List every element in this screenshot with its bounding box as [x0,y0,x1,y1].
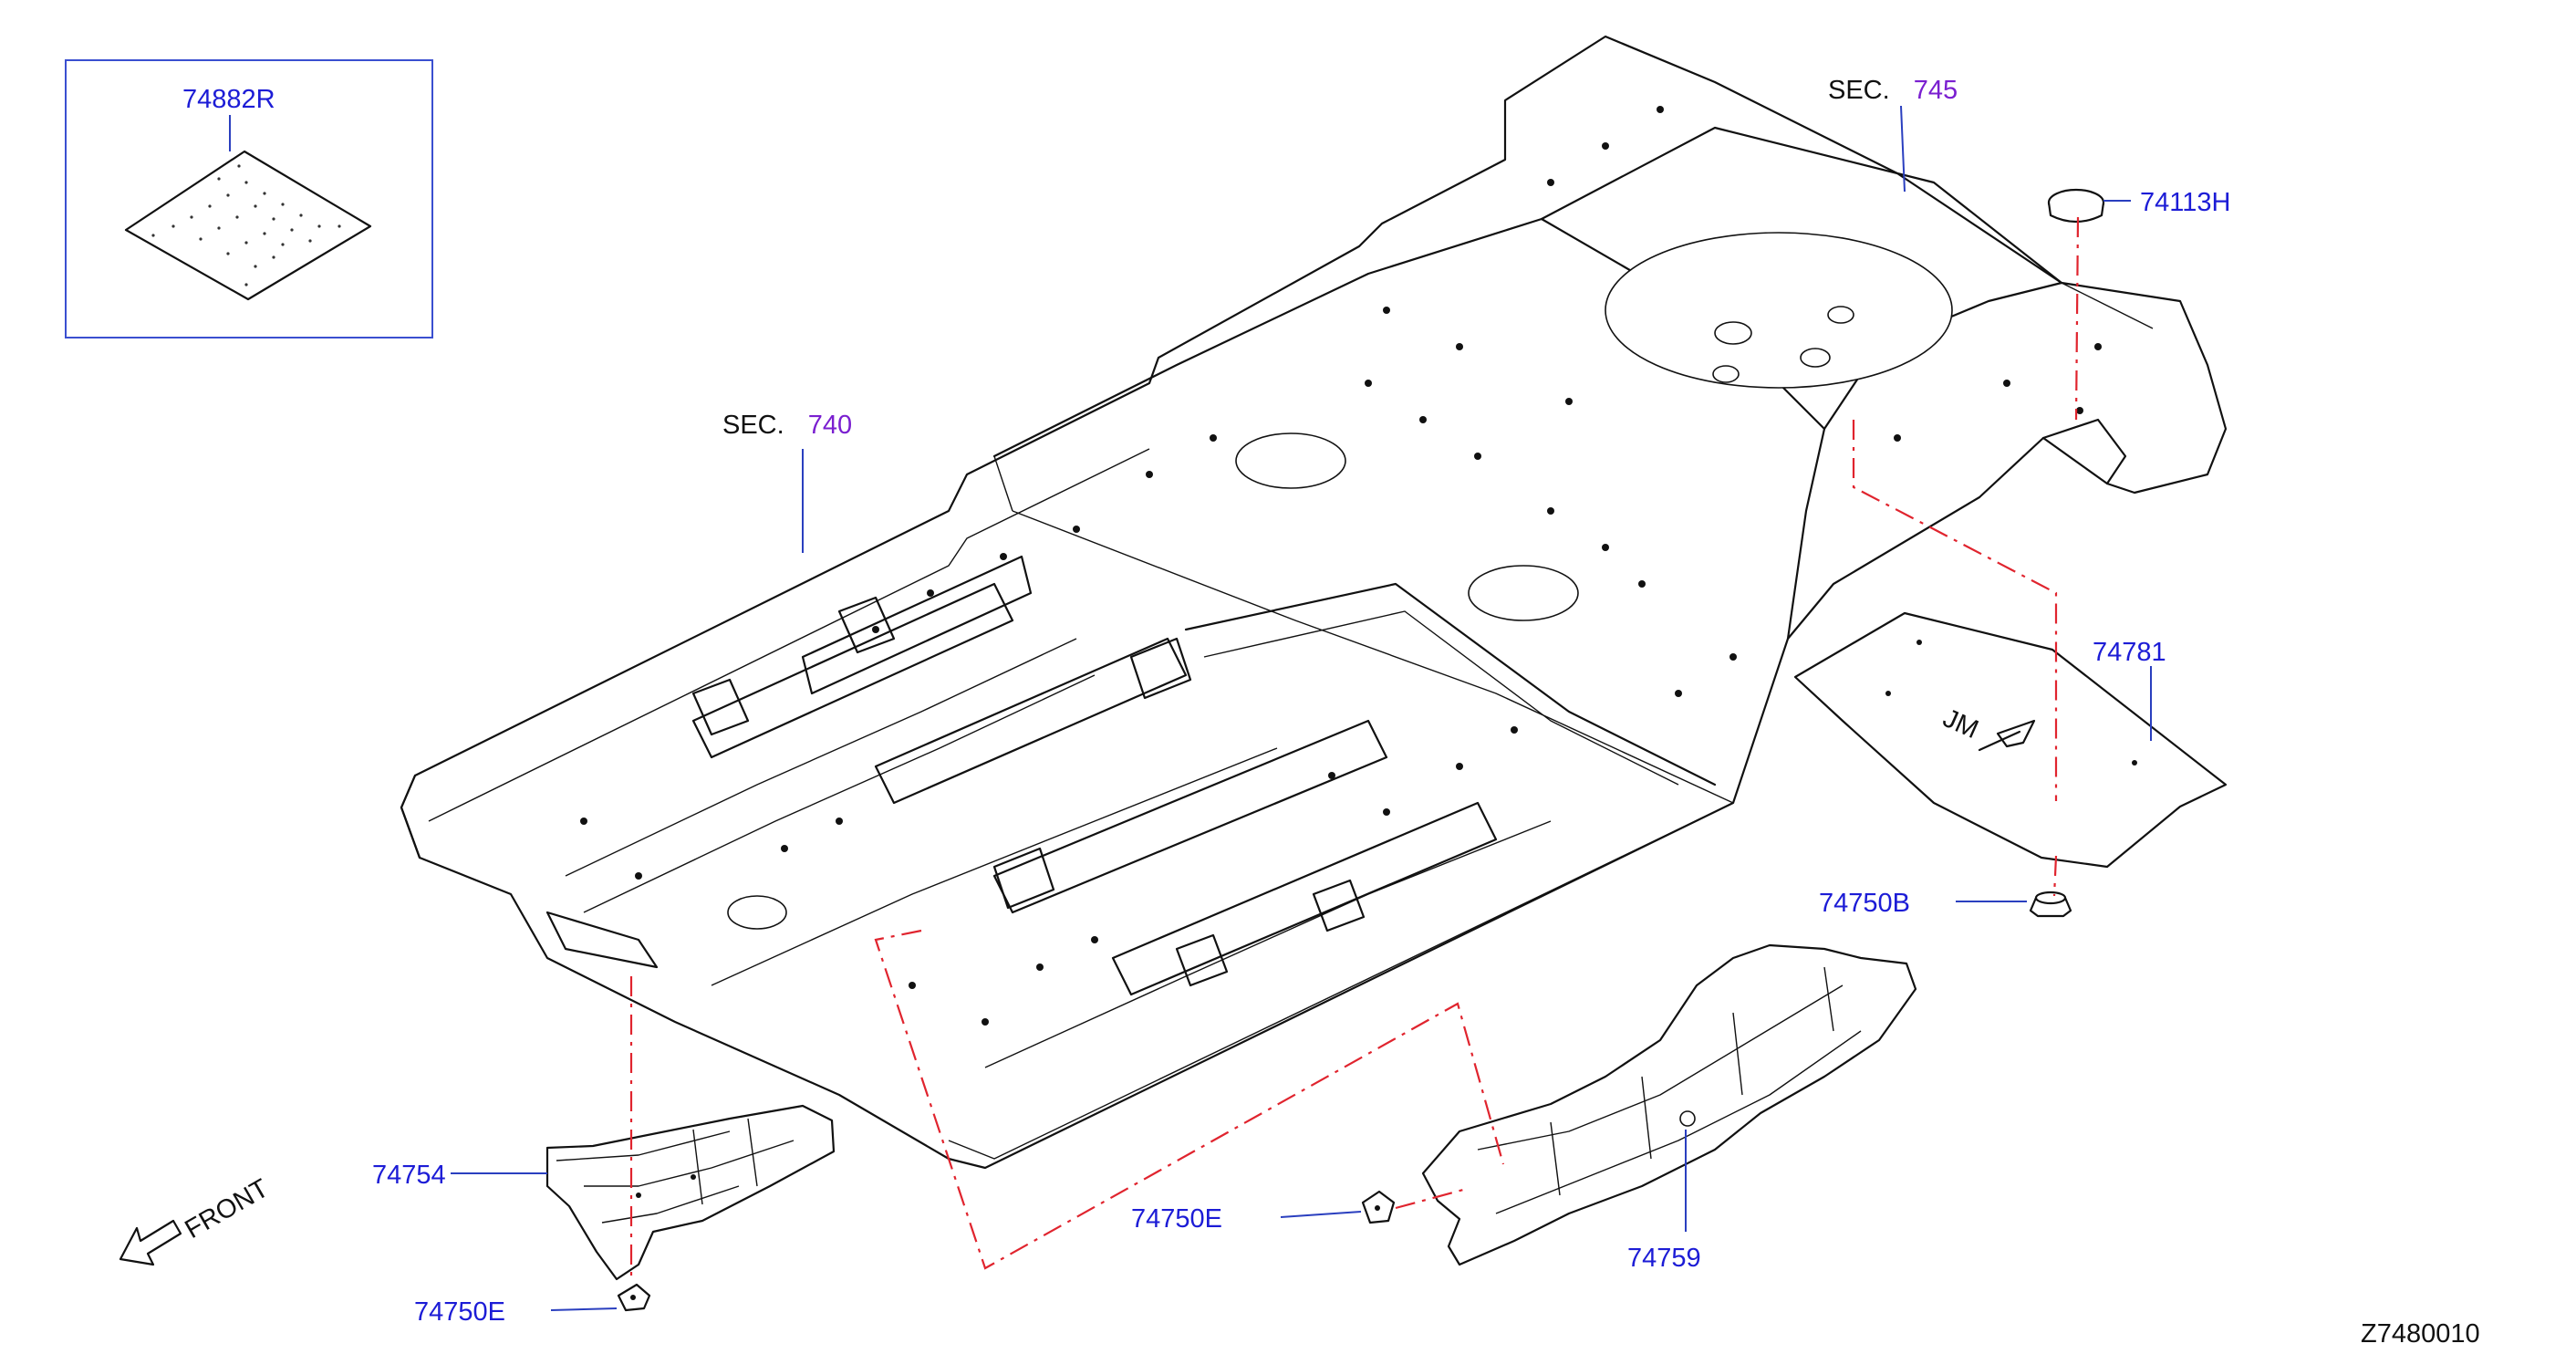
label-74750B: 74750B [1819,889,1910,918]
heat-insulator-74754 [545,1104,836,1281]
label-74882R: 74882R [182,85,275,114]
pad-dot-pattern [151,164,341,286]
sec745-leader [1900,105,1906,193]
floor-panel-assembly [400,35,2228,1170]
sec740-label: SEC. 740 [722,411,852,440]
fastener-holes [580,106,2102,1026]
clip-74750E-mid [1361,1190,1396,1224]
label-74754: 74754 [372,1161,446,1190]
label-74750E-left: 74750E [414,1297,505,1327]
diagram-code: Z7480010 [2361,1319,2480,1349]
heat-insulator-74759 [1421,943,1917,1266]
rear-insulator-74781: JM [1793,611,2228,869]
front-arrow-icon [119,1219,182,1266]
front-label: FRONT [181,1173,275,1245]
label-74750E-mid: 74750E [1131,1204,1222,1234]
label-74759: 74759 [1627,1244,1701,1273]
inset-box [65,59,433,338]
insulator-pad-74882R [124,150,372,301]
installation-lines [629,216,2080,1283]
grommet-74113H [2047,188,2105,224]
leader-74750E-mid [1280,1211,1362,1218]
clip-74750E-left [617,1283,651,1312]
leader-74750E-left [550,1307,618,1311]
label-74781: 74781 [2093,638,2166,667]
clip-74750B [2029,891,2072,918]
sec745-label: SEC. 745 [1828,76,1958,105]
label-74113H: 74113H [2140,188,2230,217]
